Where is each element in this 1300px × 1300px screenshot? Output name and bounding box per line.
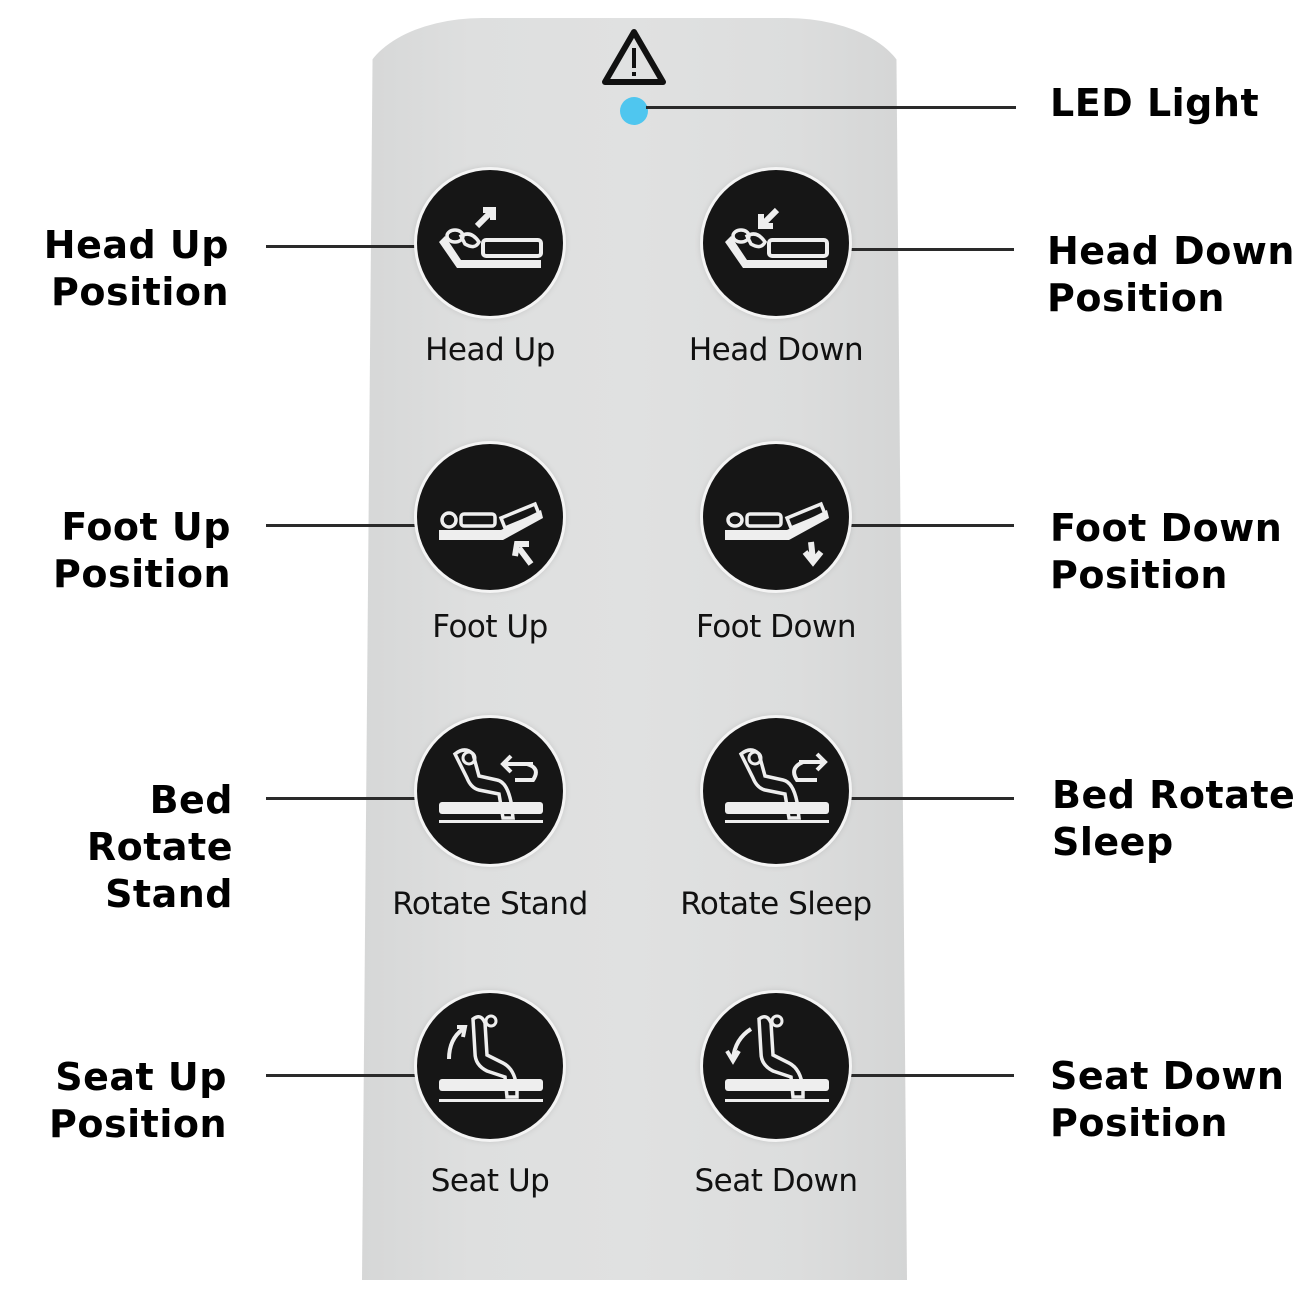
callout-line-2: Position: [1050, 553, 1228, 597]
rotate-sleep-button[interactable]: [703, 718, 849, 864]
head-up-button-label: Head Up: [425, 332, 555, 368]
foot-down-button[interactable]: [703, 444, 849, 590]
rotate-stand-button-label: Rotate Stand: [392, 886, 588, 922]
bed-foot-up-icon: [439, 501, 543, 566]
callout-line-2: Position: [53, 552, 231, 596]
rotate-stand-button[interactable]: [417, 718, 563, 864]
bed-head-up-icon: [439, 207, 543, 268]
callout-line-1: Seat Down: [1050, 1054, 1285, 1098]
foot-up-button[interactable]: [417, 444, 563, 590]
led-callout-text: LED Light: [1050, 81, 1260, 125]
callout-line-2: Position: [1047, 276, 1225, 320]
seat-up-callout: Seat Up Position: [0, 1054, 227, 1148]
rotate-stand-callout: Bed Rotate Stand: [0, 777, 233, 918]
callout-line-2: Stand: [105, 872, 233, 916]
callout-line-2: Position: [49, 1102, 227, 1146]
foot-up-button-label: Foot Up: [432, 609, 548, 645]
rotate-sleep-callout: Bed Rotate Sleep: [1052, 772, 1295, 866]
seat-down-button[interactable]: [703, 993, 849, 1139]
rotate-sleep-callout-line: [846, 797, 1014, 800]
callout-line-2: Position: [51, 270, 229, 314]
callout-line-1: Bed Rotate: [86, 778, 233, 869]
warning-triangle-icon: [602, 29, 666, 85]
head-up-callout-line: [266, 245, 426, 248]
head-down-button-label: Head Down: [688, 332, 864, 368]
seat-up-button[interactable]: [417, 993, 563, 1139]
callout-line-1: Foot Down: [1050, 506, 1283, 550]
seat-down-button-label: Seat Down: [694, 1163, 858, 1199]
seat-up-icon: [439, 1014, 543, 1102]
seat-up-callout-line: [266, 1074, 426, 1077]
head-down-callout-line: [846, 248, 1014, 251]
foot-down-callout-line: [846, 524, 1014, 527]
seat-down-icon: [725, 1014, 829, 1102]
bed-head-down-icon: [725, 207, 829, 268]
callout-line-1: Foot Up: [61, 505, 231, 549]
callout-line-1: Seat Up: [55, 1055, 227, 1099]
bed-foot-down-icon: [725, 501, 829, 567]
seat-up-button-label: Seat Up: [430, 1163, 550, 1199]
rotate-stand-icon: [439, 748, 543, 823]
head-down-callout: Head Down Position: [1047, 228, 1295, 322]
led-callout-label: LED Light: [1050, 80, 1259, 127]
head-up-callout: Head Up Position: [0, 222, 229, 316]
rotate-sleep-icon: [725, 748, 829, 823]
rotate-stand-callout-line: [266, 797, 426, 800]
rotate-sleep-button-label: Rotate Sleep: [680, 886, 872, 922]
callout-line-1: Head Up: [43, 223, 229, 267]
foot-down-button-label: Foot Down: [695, 609, 857, 645]
callout-line-1: Bed Rotate: [1052, 773, 1296, 817]
seat-down-callout-line: [846, 1074, 1014, 1077]
led-light-indicator: [620, 97, 648, 125]
callout-line-2: Sleep: [1052, 820, 1174, 864]
head-up-button[interactable]: [417, 170, 563, 316]
foot-down-callout: Foot Down Position: [1050, 505, 1282, 599]
led-callout-line: [646, 106, 1016, 109]
foot-up-callout: Foot Up Position: [0, 504, 231, 598]
callout-line-2: Position: [1050, 1101, 1228, 1145]
seat-down-callout: Seat Down Position: [1050, 1053, 1285, 1147]
callout-line-1: Head Down: [1047, 229, 1295, 273]
head-down-button[interactable]: [703, 170, 849, 316]
foot-up-callout-line: [266, 524, 426, 527]
